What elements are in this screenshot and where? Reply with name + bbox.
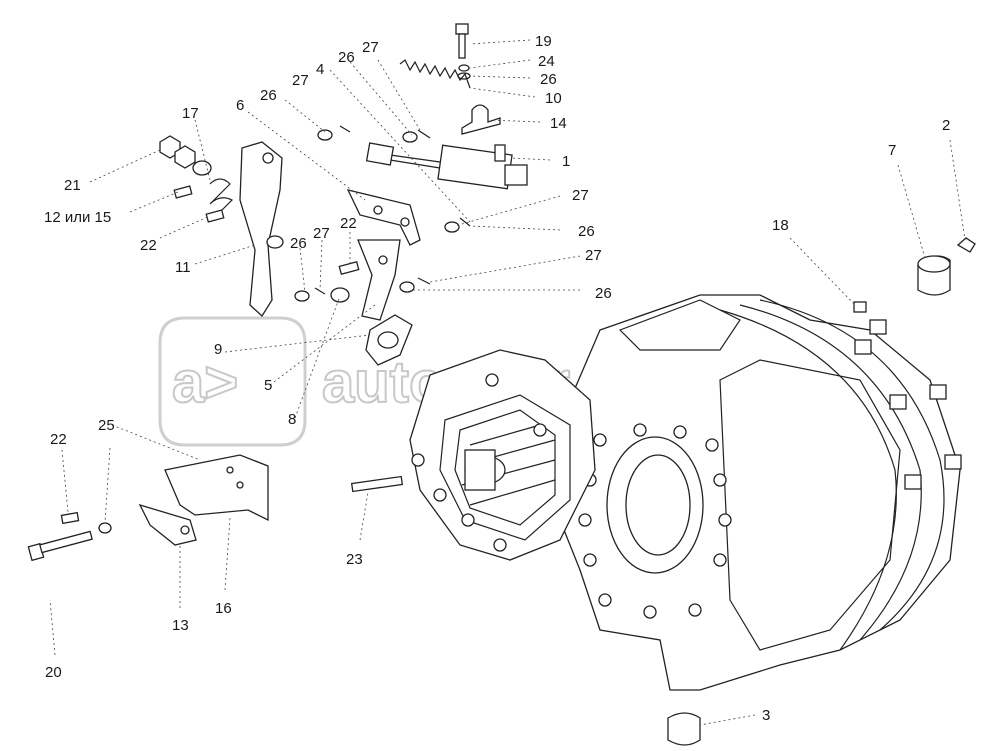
callout-21: 21 bbox=[64, 177, 81, 194]
watermark-logo-frame bbox=[158, 316, 307, 447]
callout-22: 22 bbox=[140, 237, 157, 254]
part-clip-13 bbox=[138, 503, 197, 546]
callout-22: 22 bbox=[340, 215, 357, 232]
watermark-logo: a> bbox=[172, 350, 238, 415]
callout-6: 6 bbox=[236, 97, 244, 114]
callout-27: 27 bbox=[292, 72, 309, 89]
part-bracket-16 bbox=[164, 454, 269, 522]
callout-11: 11 bbox=[175, 259, 191, 276]
callout-14: 14 bbox=[550, 115, 567, 132]
callout-13: 13 bbox=[172, 617, 189, 634]
callout-17: 17 bbox=[182, 105, 199, 122]
cover-plate bbox=[409, 349, 596, 561]
callout-20: 20 bbox=[45, 664, 62, 681]
part-spring-17 bbox=[209, 178, 234, 219]
part-bracket-14 bbox=[461, 104, 501, 135]
callout-18: 18 bbox=[772, 217, 789, 234]
callout-27: 27 bbox=[572, 187, 589, 204]
part-pin-23 bbox=[350, 475, 404, 493]
callout-7: 7 bbox=[888, 142, 896, 159]
callout-23: 23 bbox=[346, 551, 363, 568]
part-link-plate-4 bbox=[346, 189, 421, 246]
flange-studs bbox=[854, 319, 962, 490]
part-cap-7 bbox=[917, 255, 951, 296]
callout-5: 5 bbox=[264, 377, 272, 394]
callout-26: 26 bbox=[338, 49, 355, 66]
part-bolt-20 bbox=[27, 530, 93, 562]
callout-22: 22 bbox=[50, 431, 67, 448]
callout-19: 19 bbox=[535, 33, 552, 50]
part-washers-26 bbox=[98, 129, 460, 534]
callout-24: 24 bbox=[538, 53, 555, 70]
callout-27: 27 bbox=[362, 39, 379, 56]
part-washers-24-26 bbox=[457, 64, 471, 80]
part-plug-3 bbox=[667, 712, 701, 746]
part-nuts-21 bbox=[159, 135, 212, 176]
leader-lines bbox=[49, 39, 966, 726]
callout-26: 26 bbox=[260, 87, 277, 104]
part-spring-10 bbox=[399, 59, 471, 89]
callout-25: 25 bbox=[98, 417, 115, 434]
callout-26: 26 bbox=[290, 235, 307, 252]
callout-16: 16 bbox=[215, 600, 232, 617]
callout-4: 4 bbox=[316, 61, 324, 78]
callout-27: 27 bbox=[313, 225, 330, 242]
callout-26: 26 bbox=[540, 71, 557, 88]
callout-labels: 19 24 26 10 14 1 27 26 27 26 2 7 18 27 2… bbox=[44, 33, 950, 724]
part-flange-5 bbox=[365, 314, 413, 366]
callout-8: 8 bbox=[288, 411, 296, 428]
part-bolt-19 bbox=[455, 23, 469, 59]
callout-2: 2 bbox=[942, 117, 950, 134]
part-pins-22 bbox=[60, 185, 360, 525]
callout-3: 3 bbox=[762, 707, 770, 724]
part-lever-11 bbox=[239, 141, 284, 318]
callout-1: 1 bbox=[562, 153, 570, 170]
callout-12-or-15: 12 или 15 bbox=[44, 209, 111, 226]
part-bolts-18 bbox=[853, 301, 867, 313]
main-housing bbox=[559, 294, 962, 691]
housing-bolt-holes bbox=[578, 423, 732, 619]
callout-26: 26 bbox=[578, 223, 595, 240]
part-arm-6 bbox=[357, 239, 401, 321]
part-cotter-pins-27 bbox=[314, 125, 471, 295]
callout-9: 9 bbox=[214, 341, 222, 358]
part-plug-2 bbox=[956, 237, 976, 253]
callout-26: 26 bbox=[595, 285, 612, 302]
callout-10: 10 bbox=[545, 90, 562, 107]
part-cylinder-1 bbox=[365, 142, 528, 190]
callout-27: 27 bbox=[585, 247, 602, 264]
